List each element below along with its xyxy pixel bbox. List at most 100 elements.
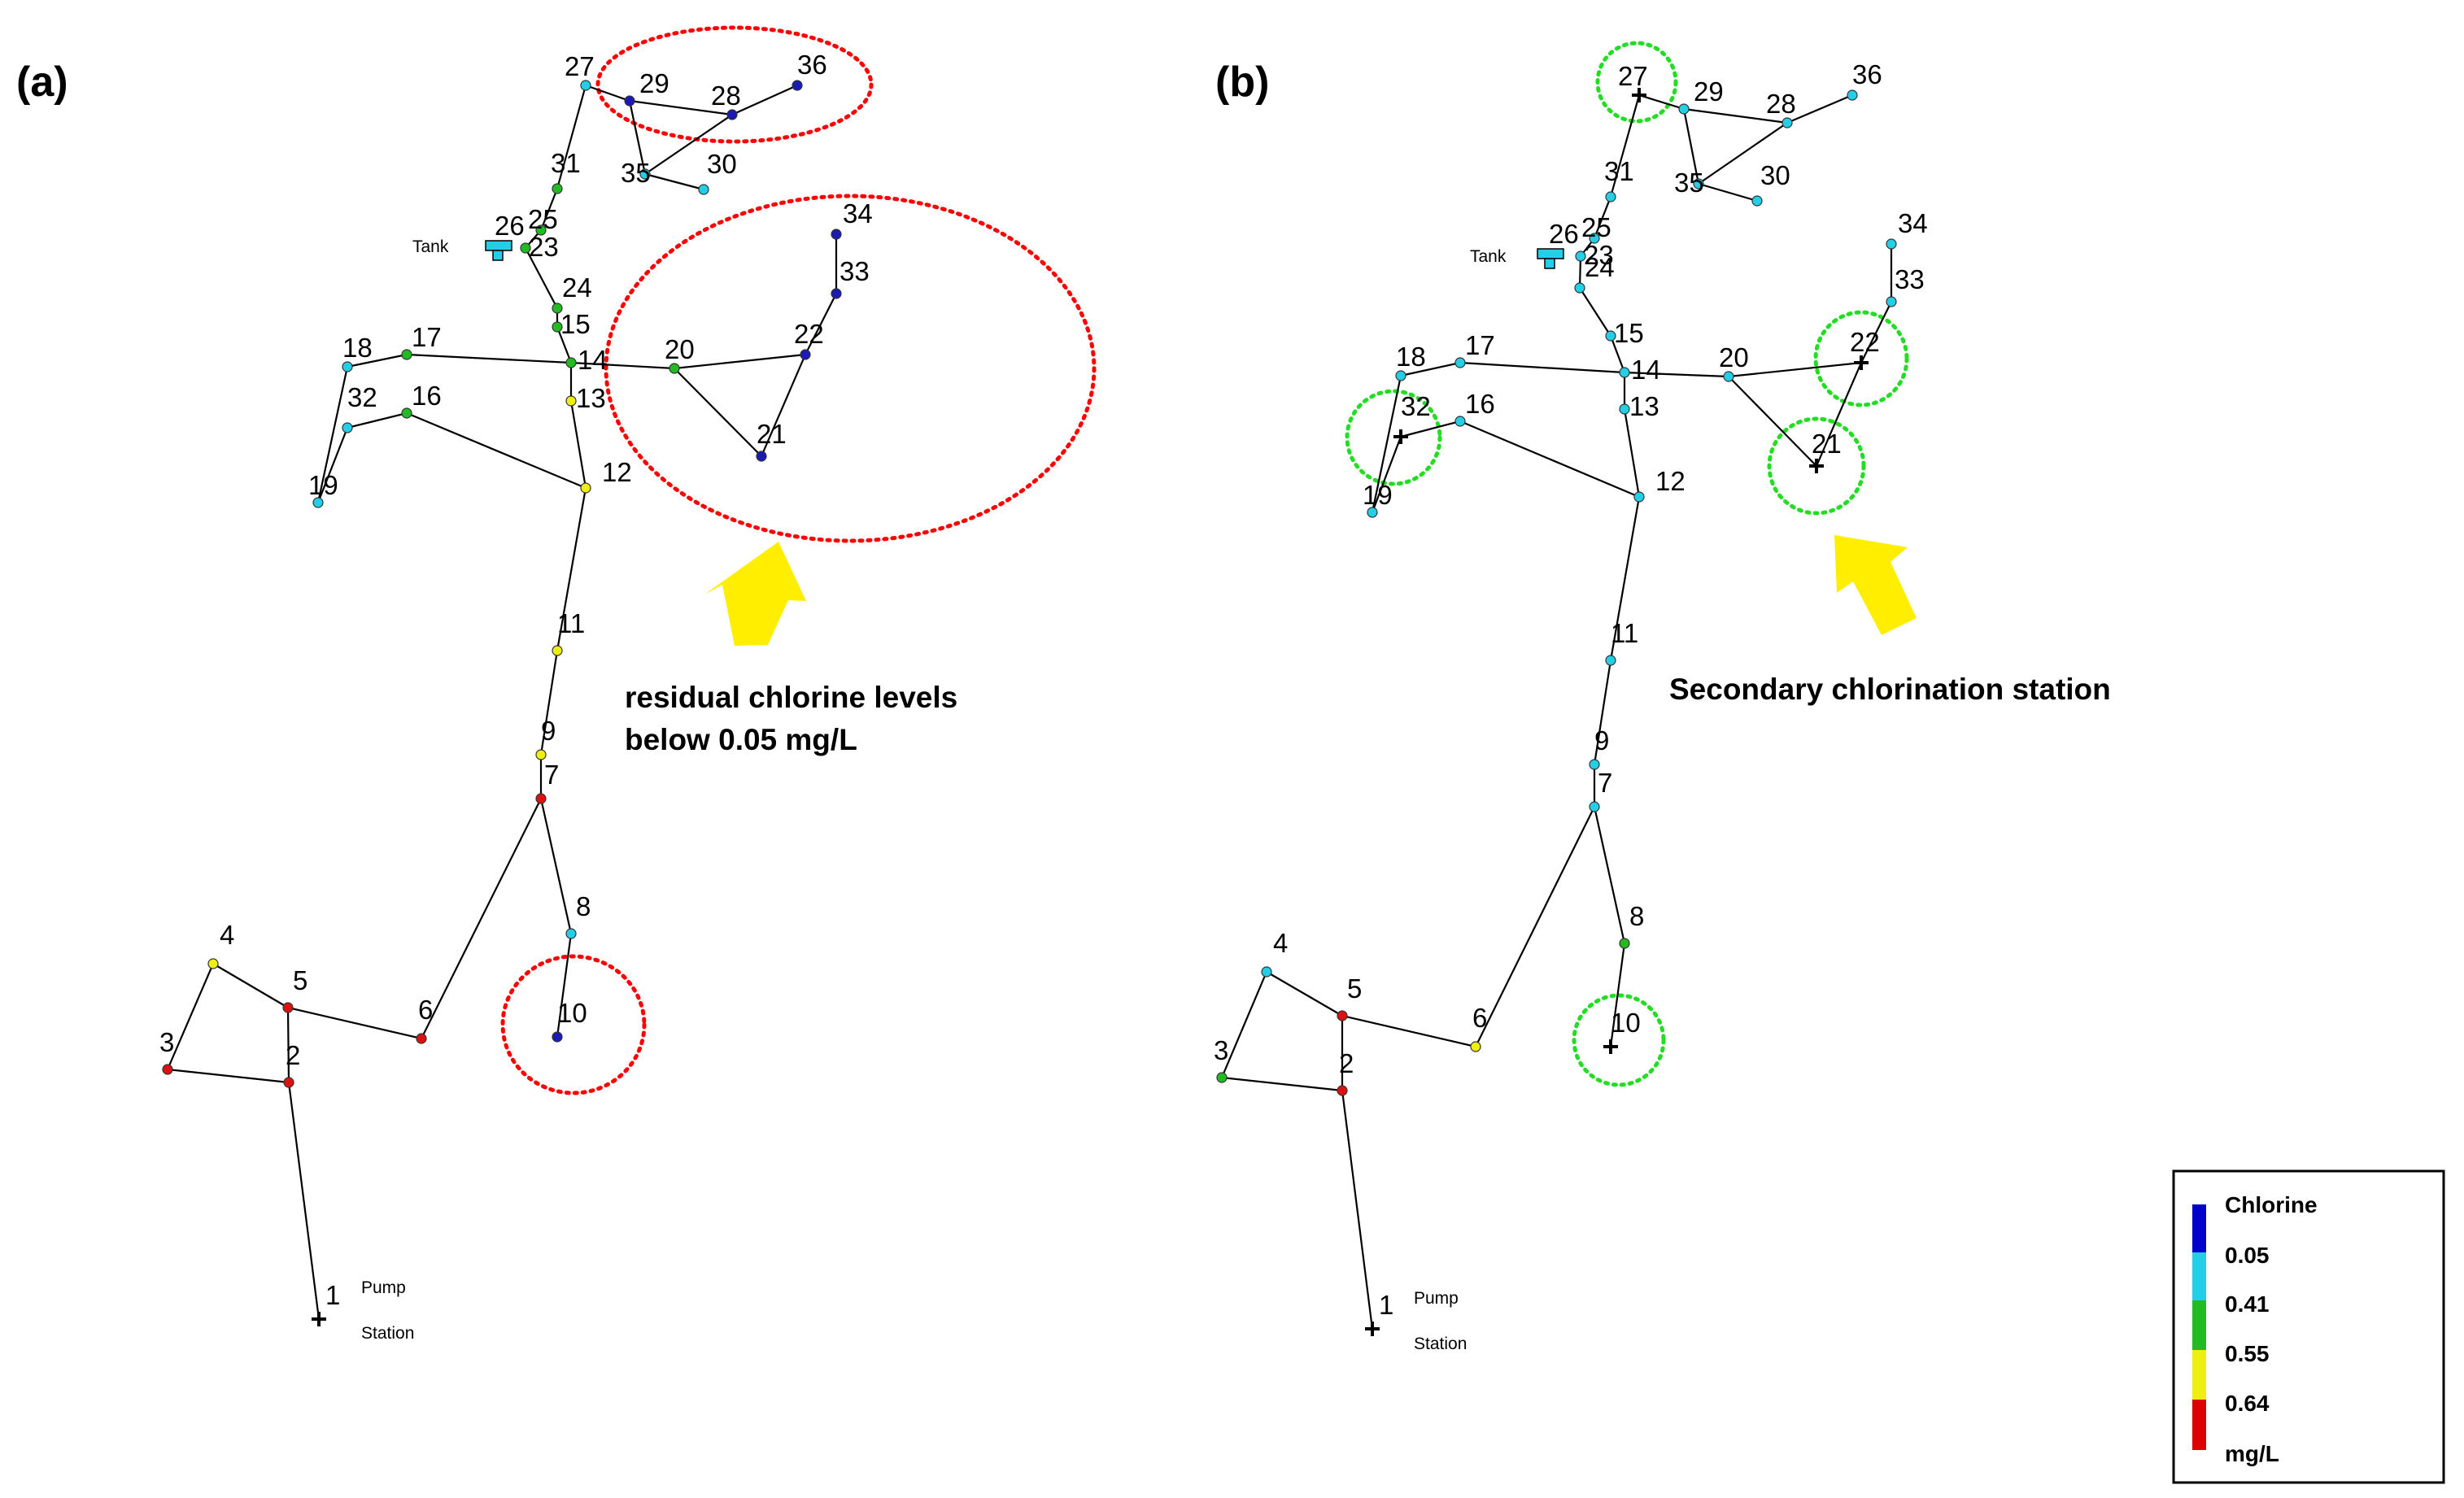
node-label-20: 20	[1719, 342, 1749, 372]
node-27	[580, 80, 591, 91]
node-35	[1693, 178, 1704, 189]
source-marker-icon	[1809, 459, 1824, 473]
pipe-6-7	[1475, 806, 1595, 1047]
pipe-22-33	[805, 293, 837, 355]
pipe-12-16	[406, 412, 587, 490]
annotation-a-line2: below 0.05 mg/L	[625, 723, 857, 756]
node-label-27: 27	[1618, 61, 1648, 91]
node-9	[1589, 759, 1600, 770]
node-label-28: 28	[711, 81, 741, 111]
node-22	[800, 349, 811, 360]
pipe-27-29	[1638, 94, 1685, 111]
pipe-21-22	[760, 354, 807, 457]
pipe-3-4	[166, 963, 215, 1070]
pipe-5-6	[1341, 1014, 1476, 1048]
node-label-6: 6	[418, 995, 433, 1025]
node-24	[552, 303, 563, 314]
highlight-circles-b	[1345, 41, 1909, 1087]
highlight-circle-pb-3	[1767, 416, 1866, 516]
node-label-12: 12	[1655, 466, 1686, 496]
node-31	[552, 183, 563, 194]
node-label-8: 8	[576, 891, 591, 921]
node-label-9: 9	[541, 716, 556, 746]
node-label-27: 27	[565, 51, 595, 81]
pump-label-b-line2: Station	[1414, 1335, 1467, 1353]
pipe-29-28	[629, 99, 733, 116]
node-6	[416, 1033, 427, 1044]
pipe-1-2	[287, 1082, 321, 1320]
node-label-6: 6	[1472, 1003, 1487, 1033]
pipe-31-27	[1609, 94, 1641, 198]
node-label-33: 33	[840, 256, 870, 286]
node-label-36: 36	[1852, 59, 1882, 89]
node-label-30: 30	[1760, 160, 1790, 190]
node-32	[342, 422, 353, 433]
node-label-15: 15	[1614, 318, 1644, 348]
pipe-1-2	[1341, 1090, 1374, 1330]
pipe-19-32	[316, 427, 349, 503]
pipe-17-18	[347, 353, 408, 368]
node-18	[1395, 370, 1406, 381]
pipe-18-19	[316, 366, 349, 503]
pipe-2-3	[1221, 1076, 1343, 1092]
node-36	[792, 80, 803, 91]
node-16	[401, 407, 412, 419]
pipe-6-7	[421, 798, 542, 1039]
node-label-31: 31	[551, 148, 581, 178]
node-label-7: 7	[1598, 768, 1612, 798]
node-label-32: 32	[347, 382, 377, 412]
node-label-10: 10	[557, 998, 587, 1028]
node-label-13: 13	[576, 383, 606, 413]
pipe-12-13	[1623, 408, 1641, 498]
legend-threshold-1: 0.05	[2225, 1243, 2270, 1268]
node-label-34: 34	[1898, 208, 1928, 238]
node-25	[535, 224, 547, 236]
pipe-29-28	[1683, 107, 1788, 124]
legend-threshold-2: 0.41	[2225, 1291, 2270, 1317]
panel-a: (a) 123456789101112131415161718192021222…	[16, 25, 1097, 1343]
legend-threshold-4: 0.64	[2225, 1391, 2270, 1416]
pipe-5-6	[287, 1006, 422, 1040]
source-marker-icon	[1365, 1322, 1380, 1336]
node-19	[1367, 507, 1378, 518]
node-label-31: 31	[1604, 156, 1634, 186]
arrow-icon-b	[1834, 535, 1917, 635]
pipe-12-13	[569, 400, 587, 489]
pipe-20-22	[1728, 361, 1862, 378]
node-label-18: 18	[342, 333, 373, 363]
arrow-icon-a	[704, 542, 806, 646]
annotation-a-line1: residual chlorine levels	[625, 681, 957, 714]
pipe-28-36	[1786, 94, 1853, 124]
panel-b-label: (b)	[1215, 59, 1269, 106]
node-29	[624, 95, 635, 107]
node-12	[580, 482, 591, 494]
legend-swatch-red	[2192, 1400, 2206, 1450]
node-label-15: 15	[560, 309, 591, 339]
node-label-22: 22	[794, 319, 824, 349]
node-label-19: 19	[308, 470, 338, 500]
pipe-9-11	[1593, 660, 1612, 765]
highlight-circle-pb-5	[1572, 993, 1666, 1087]
node-label-12: 12	[602, 457, 632, 487]
node-label-7: 7	[544, 760, 559, 790]
node-label-10: 10	[1611, 1008, 1641, 1038]
pipe-35-28	[1698, 122, 1788, 185]
pipe-16-32	[1400, 420, 1461, 438]
node-label-21: 21	[1812, 429, 1842, 459]
legend-unit: mg/L	[2225, 1441, 2279, 1466]
node-10	[552, 1031, 563, 1043]
node-8	[1619, 938, 1630, 949]
pipe-7-8	[1593, 806, 1626, 944]
node-label-16: 16	[1465, 389, 1495, 419]
node-label-1: 1	[325, 1280, 340, 1310]
pipe-11-12	[556, 487, 587, 651]
node-labels-a: 1234567891011121314151617181920212223242…	[159, 50, 873, 1310]
node-33	[1886, 296, 1897, 307]
node-16	[1454, 416, 1466, 427]
node-15	[1605, 330, 1616, 342]
node-5	[282, 1002, 294, 1013]
node-label-25: 25	[1581, 212, 1611, 242]
pipe-2-3	[167, 1068, 290, 1084]
pipe-8-10	[556, 933, 573, 1038]
